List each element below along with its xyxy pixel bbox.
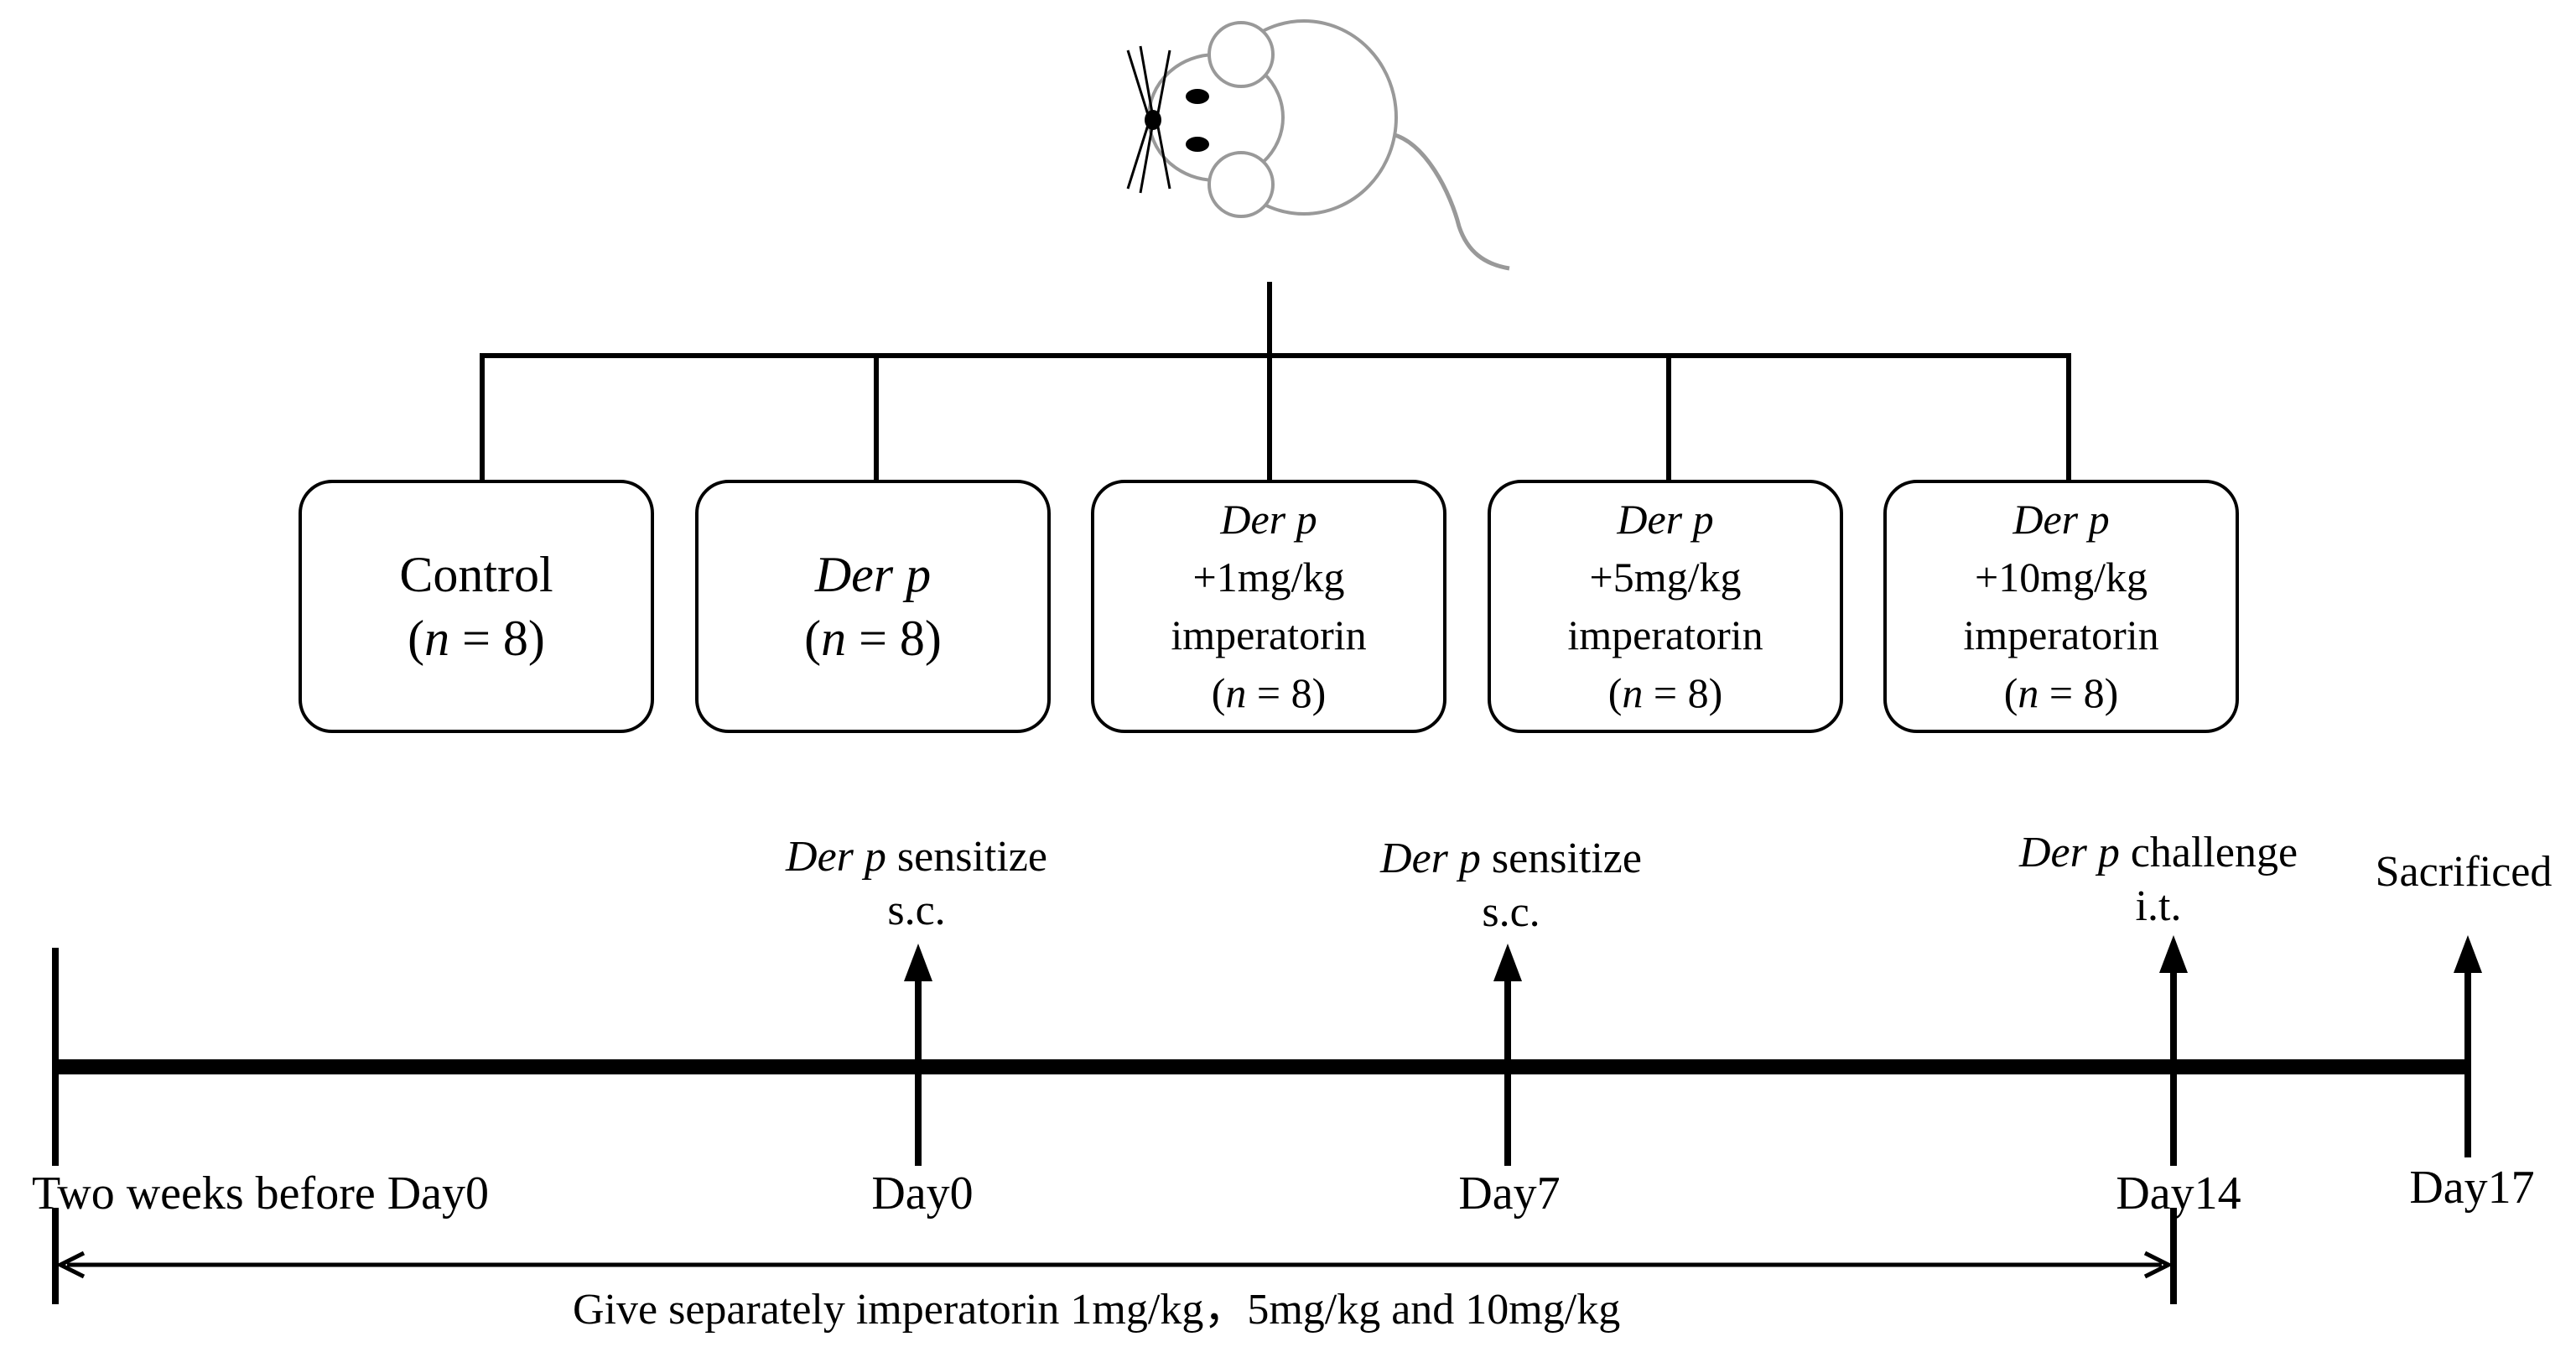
group-n: (n = 8) [1211, 669, 1327, 716]
group-name: Der p [2012, 496, 2110, 543]
group-drug: imperatorin [1567, 611, 1763, 658]
mouse-whiskers [1126, 45, 1171, 194]
group-dose: +10mg/kg [1975, 554, 2148, 601]
event-label-day17: Sacrificed [2375, 848, 2553, 896]
mouse-icon [1126, 19, 1510, 271]
mouse-eye-top [1186, 89, 1209, 104]
group-box-der-p: Der p (n = 8) [695, 480, 1051, 733]
group-name: Control [399, 547, 553, 602]
group-n: (n = 8) [804, 611, 942, 666]
mouse-ear-bottom [1208, 151, 1275, 218]
group-dose: +5mg/kg [1589, 554, 1742, 601]
group-name: Der p [1617, 496, 1714, 543]
mouse-eye-bottom [1186, 137, 1209, 152]
arrow-up-icon [904, 944, 932, 981]
group-n: (n = 8) [408, 611, 545, 666]
group-drug: imperatorin [1963, 611, 2159, 658]
timeline-label-day7: Day7 [1458, 1168, 1561, 1220]
group-n: (n = 8) [1607, 669, 1723, 716]
mouse-tail [1391, 132, 1510, 271]
group-dose: +1mg/kg [1192, 554, 1345, 601]
timeline-label-start: Two weeks before Day0 [32, 1168, 489, 1220]
group-name: Der p [814, 547, 932, 602]
timeline-label-day14: Day14 [2116, 1168, 2241, 1220]
arrow-up-icon [1493, 944, 1522, 981]
group-box-der-p-5mg: Der p +5mg/kg imperatorin (n = 8) [1488, 480, 1843, 733]
group-n: (n = 8) [2003, 669, 2119, 716]
event-arrows [904, 935, 2482, 981]
group-box-der-p-1mg: Der p +1mg/kg imperatorin (n = 8) [1091, 480, 1446, 733]
group-tree-connectors [480, 282, 2071, 480]
treatment-note: Give separately imperatorin 1mg/kg，5mg/k… [573, 1286, 1621, 1334]
group-drug: imperatorin [1171, 611, 1367, 658]
timeline-label-day17: Day17 [2409, 1162, 2535, 1214]
timeline-label-day0: Day0 [871, 1168, 974, 1220]
group-box-control: Control (n = 8) [299, 480, 654, 733]
event-label-day14: Der p challenge i.t. [2018, 829, 2298, 930]
event-label-day7: Der p sensitize s.c. [1380, 835, 1642, 936]
double-arrow-icon [55, 1251, 2174, 1279]
event-label-day0: Der p sensitize s.c. [786, 833, 1047, 934]
timeline [52, 948, 2471, 1304]
group-name: Der p [1220, 496, 1317, 543]
mouse-ear-top [1208, 21, 1275, 88]
group-box-der-p-10mg: Der p +10mg/kg imperatorin (n = 8) [1883, 480, 2239, 733]
arrow-up-icon [2454, 935, 2482, 973]
arrow-up-icon [2159, 935, 2188, 973]
